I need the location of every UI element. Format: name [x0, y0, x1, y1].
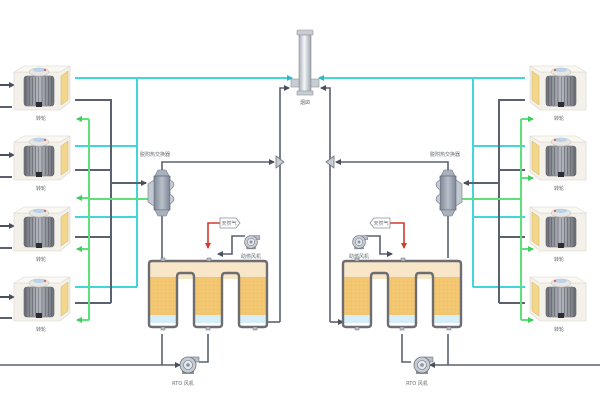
rotor-right-4[interactable]: 转轮	[529, 276, 587, 333]
rto-cold-chamber	[194, 315, 222, 323]
natural-gas-left-label: 天然气	[221, 220, 236, 227]
rto-cold-chamber	[239, 315, 267, 323]
heat-exchanger-left[interactable]: 脱附热交换器	[140, 151, 175, 217]
right-hx-top-line	[335, 159, 449, 170]
rotor-right-1[interactable]: 转轮	[529, 65, 587, 122]
rto-fan-right-label: RTO 风机	[406, 380, 428, 387]
rotor-right-2-label: 转轮	[554, 185, 564, 192]
heat-exchanger-right[interactable]: 脱附热交换器	[430, 151, 463, 217]
tee-valve-left[interactable]	[275, 155, 285, 169]
combustion-fan-left-label: 助燃风机	[241, 253, 261, 260]
natural-gas-right-label: 天然气	[373, 220, 388, 227]
rotor-right-1-label: 转轮	[554, 115, 564, 122]
right-fan-to-bed2	[401, 334, 411, 363]
combustion-fan-left[interactable]: 助燃风机	[241, 235, 261, 260]
rto-cold-chamber	[149, 315, 177, 323]
rotor-left-4[interactable]: 转轮	[13, 276, 71, 333]
rotor-left-3[interactable]: 转轮	[13, 206, 71, 263]
left-chimney-riser	[279, 85, 290, 322]
combustion-fan-right[interactable]: 助燃风机	[349, 235, 369, 260]
right-combfan-line	[365, 235, 393, 257]
rotor-right-3[interactable]: 转轮	[529, 206, 587, 263]
natural-gas-right: 天然气	[369, 217, 391, 229]
rto-chamber-left[interactable]	[147, 257, 269, 331]
right-chimney-riser	[320, 85, 331, 322]
right-pipes	[318, 75, 600, 368]
rto-media-bed	[388, 277, 416, 315]
rto-fan-right[interactable]: RTO 风机	[406, 356, 434, 387]
rto-chamber-right[interactable]	[341, 257, 463, 331]
rto-body	[341, 257, 463, 331]
rotor-left-2-label: 转轮	[36, 185, 46, 192]
rotor-right-4-label: 转轮	[554, 326, 564, 333]
chimney-label: 烟囱	[300, 99, 310, 106]
rto-media-bed	[433, 277, 461, 315]
fan-icon	[413, 356, 434, 374]
rto-media-bed	[149, 277, 177, 315]
rotor-right-2[interactable]: 转轮	[529, 135, 587, 192]
left-pipes	[0, 75, 293, 368]
rto-cold-chamber	[388, 315, 416, 323]
left-gray-r1	[75, 99, 112, 303]
rotor-left-2[interactable]: 转轮	[13, 135, 71, 192]
right-gas-line	[390, 222, 407, 249]
rto-fan-left[interactable]: RTO 风机	[172, 356, 200, 387]
combustion-fan-right-label: 助燃风机	[349, 253, 369, 260]
rto-body	[147, 257, 269, 331]
left-gas-line	[205, 222, 220, 249]
heat-exchanger-left-label: 脱附热交换器	[140, 151, 170, 158]
rotor-left-4-label: 转轮	[36, 326, 46, 333]
chimney[interactable]: 烟囱	[290, 29, 320, 106]
fan-icon	[244, 235, 261, 250]
fan-icon	[352, 235, 369, 250]
heat-exchanger-body	[435, 169, 463, 217]
left-combfan-line	[217, 235, 245, 257]
rotor-left-3-label: 转轮	[36, 256, 46, 263]
rto-fan-left-label: RTO 风机	[172, 380, 194, 387]
heat-exchanger-right-label: 脱附热交换器	[430, 151, 460, 158]
rotor-left-1-label: 转轮	[36, 115, 46, 122]
rto-cold-chamber	[343, 315, 371, 323]
heat-exchanger-body	[147, 169, 175, 217]
rto-media-bed	[194, 277, 222, 315]
fan-icon	[179, 356, 200, 374]
rto-media-bed	[343, 277, 371, 315]
rotor-left-1[interactable]: 转轮	[13, 65, 71, 122]
tee-valve-right[interactable]	[325, 155, 335, 169]
right-gray-r1	[498, 99, 525, 303]
rto-cold-chamber	[433, 315, 461, 323]
rto-media-bed	[239, 277, 267, 315]
left-fan-to-bed2	[199, 334, 209, 363]
left-hx-top-line	[161, 159, 275, 170]
rotor-right-3-label: 转轮	[554, 256, 564, 263]
natural-gas-left: 天然气	[219, 217, 241, 229]
